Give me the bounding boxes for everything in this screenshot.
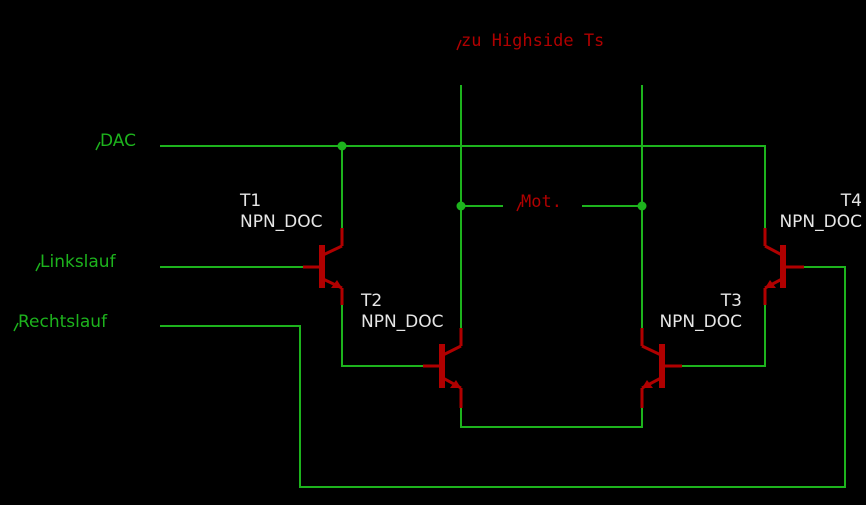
t1-type-label: NPN_DOC bbox=[240, 212, 323, 232]
transistor-t4-symbol[interactable] bbox=[763, 228, 804, 305]
t4-type-label: NPN_DOC bbox=[779, 212, 862, 232]
linkslauf-label: Linkslauf bbox=[40, 252, 117, 272]
rechtslauf-label-origin bbox=[13, 322, 19, 332]
junction-dot bbox=[637, 201, 647, 211]
t4-ref-label: T4 bbox=[840, 191, 862, 211]
wires bbox=[160, 85, 846, 488]
t1-to-t2-wire bbox=[341, 305, 423, 367]
part-labels: T1 NPN_DOC T2 NPN_DOC T3 NPN_DOC T4 NPN_… bbox=[239, 191, 862, 332]
transistor-t1-symbol[interactable] bbox=[303, 228, 344, 305]
t2-type-label: NPN_DOC bbox=[361, 312, 444, 332]
t1-ref-label: T1 bbox=[239, 191, 261, 211]
linkslauf-label-origin bbox=[35, 262, 41, 272]
highside-label: zu Highside Ts bbox=[461, 31, 604, 51]
emitter-wire bbox=[460, 408, 643, 428]
highside-label-origin bbox=[456, 39, 462, 51]
dac-wire bbox=[160, 145, 766, 228]
dac-label: DAC bbox=[100, 131, 136, 151]
transistor-t2-symbol[interactable] bbox=[423, 328, 463, 408]
t3-type-label: NPN_DOC bbox=[659, 312, 742, 332]
junction-dot bbox=[337, 141, 347, 151]
rechtslauf-label: Rechtslauf bbox=[18, 312, 108, 332]
junction-dot bbox=[456, 201, 466, 211]
motor-label-origin bbox=[516, 201, 522, 212]
rechtslauf-wire bbox=[160, 266, 846, 488]
transistor-t3-symbol[interactable] bbox=[640, 328, 682, 408]
t3-ref-label: T3 bbox=[720, 291, 742, 311]
t2-ref-label: T2 bbox=[360, 291, 382, 311]
motor-label: Mot. bbox=[521, 192, 562, 212]
junctions bbox=[337, 141, 647, 211]
dac-label-origin bbox=[95, 141, 101, 151]
net-labels: zu Highside Ts Mot. DAC Linkslauf Rechts… bbox=[13, 31, 604, 332]
t4-to-t3-wire bbox=[682, 305, 766, 367]
